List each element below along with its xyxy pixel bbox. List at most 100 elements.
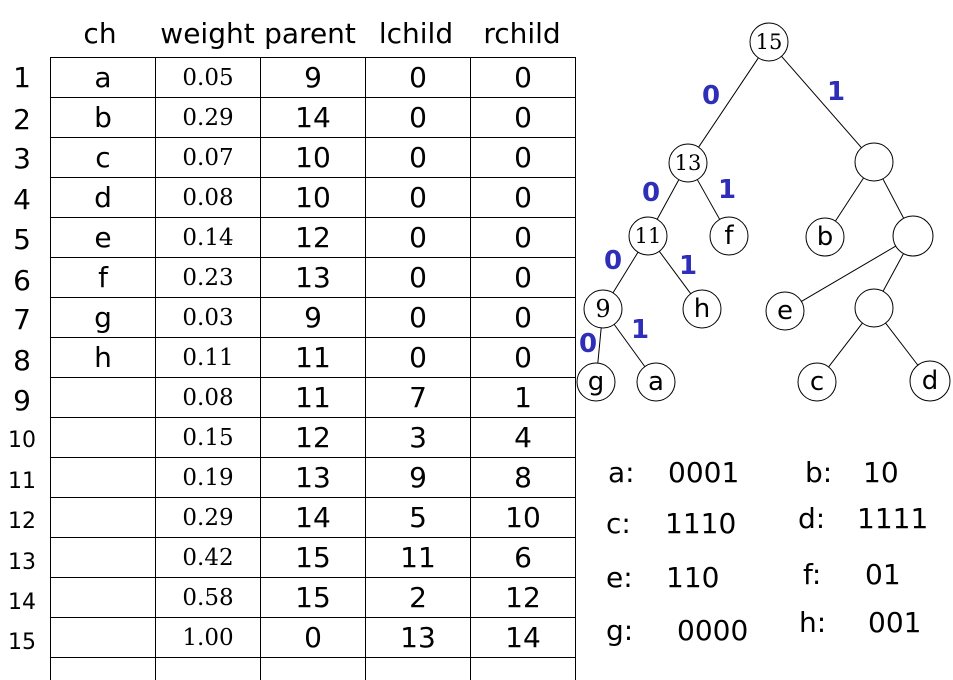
tree-node-label: f	[724, 221, 734, 251]
cell-parent: 11	[260, 337, 366, 378]
row-number: 15	[8, 630, 36, 655]
cell-rchild: 6	[470, 537, 576, 578]
tree-node-r1	[854, 142, 894, 182]
tree-node-d: d	[909, 360, 951, 402]
tree-node-b: b	[805, 217, 845, 257]
tree-node-circle	[854, 288, 894, 328]
tree-node-circle	[668, 143, 708, 183]
edge-label: 0	[579, 329, 597, 359]
col-header-rchild: rchild	[483, 17, 561, 50]
edge-label: 0	[604, 246, 622, 276]
code-h-label: h:	[799, 606, 827, 639]
tree-edge	[834, 177, 865, 222]
tree-edge	[885, 322, 919, 366]
cell-ch: c	[50, 137, 156, 178]
cell-ch	[50, 457, 156, 498]
col-header-ch: ch	[83, 17, 117, 50]
edge-label: 0	[642, 178, 660, 208]
code-b-label: b:	[805, 456, 833, 489]
cell-parent: 14	[260, 497, 366, 538]
tree-node-label: d	[922, 366, 939, 396]
cell-parent: 12	[260, 417, 366, 458]
tree-node-circle	[892, 215, 934, 257]
cell-rchild: 0	[470, 97, 576, 138]
tree-node-label: b	[817, 222, 834, 252]
tree-node-circle	[797, 362, 837, 402]
cell-lchild: 7	[365, 377, 471, 418]
cell-parent: 11	[260, 377, 366, 418]
tree-node-label: e	[777, 296, 793, 326]
tree-node-label: 13	[675, 151, 702, 175]
row-number: 4	[13, 183, 31, 216]
tree-edge	[658, 250, 692, 295]
tree-node-label: g	[588, 367, 605, 397]
tree-node-label: 9	[595, 295, 610, 323]
cell-ch: f	[50, 257, 156, 298]
tree-node-label: 11	[635, 224, 662, 248]
row-number: 3	[13, 142, 31, 175]
tree-node-label: a	[648, 367, 664, 397]
tree-node-n9: 9	[583, 289, 623, 329]
tree-node-circle	[749, 22, 789, 62]
tree-node-c: c	[797, 362, 837, 402]
cell-weight: 0.14	[155, 217, 261, 258]
tree-edge	[597, 327, 602, 364]
cell-parent: 15	[260, 577, 366, 618]
code-e-label: e:	[606, 561, 633, 594]
row-number: 6	[13, 264, 31, 297]
row-number: 5	[13, 223, 31, 256]
tree-edge	[696, 179, 721, 220]
cell-weight: 0.07	[155, 137, 261, 178]
cell-rchild: 0	[470, 337, 576, 378]
cell-weight: 0.42	[155, 537, 261, 578]
row-number: 12	[8, 509, 36, 534]
code-c-value: 1110	[665, 507, 737, 540]
tree-node-circle	[765, 291, 805, 331]
cell-lchild: 0	[365, 97, 471, 138]
cell-weight: 0.58	[155, 577, 261, 618]
code-a-label: a:	[608, 456, 635, 489]
code-c-label: c:	[606, 507, 631, 540]
edge-label: 1	[679, 251, 697, 281]
cell-lchild: 0	[365, 297, 471, 338]
cell-parent: 9	[260, 57, 366, 98]
tree-node-circle	[636, 362, 676, 402]
tree-node-circle	[805, 217, 845, 257]
tree-node-n13: 13	[668, 143, 708, 183]
edge-label: 1	[718, 175, 736, 205]
cell-lchild: 0	[365, 337, 471, 378]
tree-node-label: h	[694, 294, 710, 324]
code-h-value: 001	[868, 606, 922, 639]
cell-ch: a	[50, 57, 156, 98]
cell-rchild: 4	[470, 417, 576, 458]
col-header-lchild: lchild	[378, 17, 454, 50]
tree-node-r2	[892, 215, 934, 257]
cell-empty	[470, 657, 576, 680]
code-d-label: d:	[798, 502, 826, 535]
tree-edge	[828, 322, 863, 368]
cell-lchild: 5	[365, 497, 471, 538]
cell-ch	[50, 377, 156, 418]
tree-node-circle	[854, 142, 894, 182]
row-number: 10	[8, 428, 36, 453]
code-f-label: f:	[803, 558, 822, 591]
edge-label: 1	[631, 315, 649, 345]
tree-edge	[882, 178, 905, 219]
col-header-parent: parent	[264, 17, 356, 50]
edge-label: 0	[702, 81, 720, 111]
cell-weight: 0.15	[155, 417, 261, 458]
tree-edge	[801, 245, 896, 302]
code-g-label: g:	[606, 614, 634, 647]
cell-lchild: 0	[365, 137, 471, 178]
row-number: 14	[8, 590, 36, 615]
cell-parent: 12	[260, 217, 366, 258]
tree-node-a: a	[636, 362, 676, 402]
